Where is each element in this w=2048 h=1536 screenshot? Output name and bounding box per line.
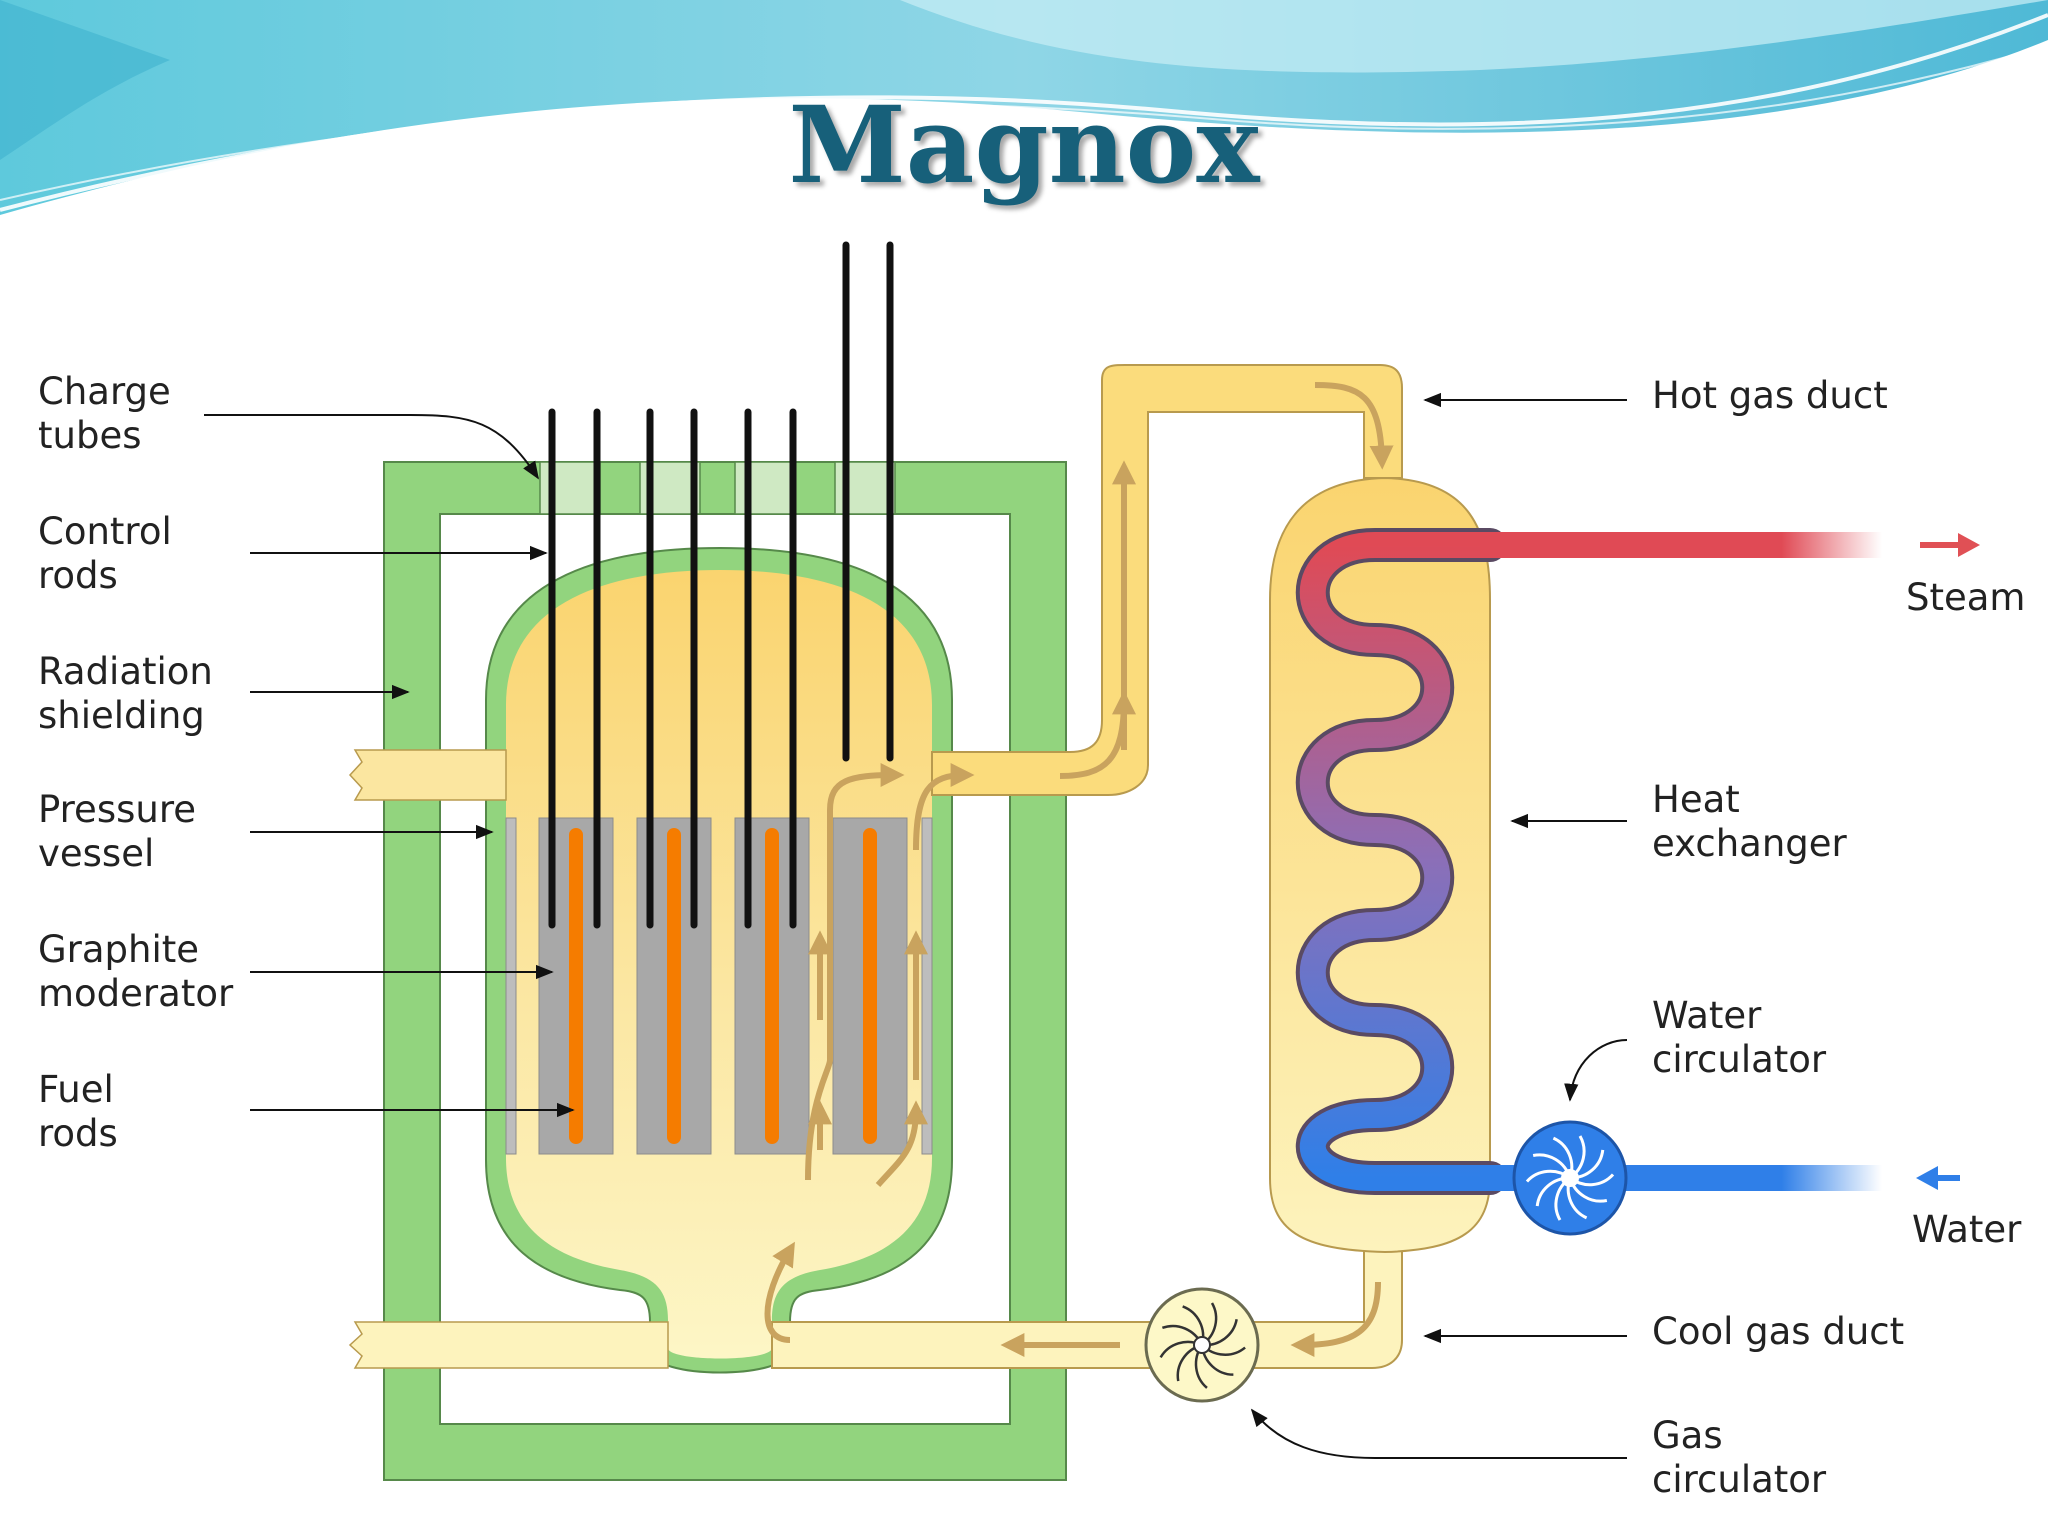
label-line: rods <box>38 554 118 597</box>
label-water: Water <box>1912 1208 2021 1252</box>
label-graphite-moderator: Graphite moderator <box>38 928 233 1016</box>
label-hot-gas-duct: Hot gas duct <box>1652 374 1888 418</box>
fan-impeller-icon <box>1144 1287 1260 1403</box>
label-line: exchanger <box>1652 822 1847 865</box>
label-charge-tubes: Charge tubes <box>38 370 171 458</box>
label-line: circulator <box>1652 1458 1827 1501</box>
label-line: Charge <box>38 370 171 413</box>
label-line: vessel <box>38 832 155 875</box>
label-line: rods <box>38 1112 118 1155</box>
label-leader-lines <box>204 392 1628 1459</box>
slide-title: Magnox <box>788 82 1260 207</box>
wave-banner-icon <box>0 0 2048 215</box>
label-line: Water <box>1652 994 1762 1037</box>
label-line: Fuel <box>38 1068 114 1111</box>
control-rods <box>548 241 894 929</box>
label-cool-gas-duct: Cool gas duct <box>1652 1310 1904 1354</box>
label-line: Water <box>1912 1208 2022 1251</box>
label-line: Graphite <box>38 928 200 971</box>
label-line: Radiation <box>38 650 213 693</box>
pressure-vessel <box>348 546 953 1374</box>
label-steam: Steam <box>1906 576 2025 620</box>
label-line: circulator <box>1652 1038 1827 1081</box>
label-fuel-rods: Fuel rods <box>38 1068 118 1156</box>
label-pressure-vessel: Pressure vessel <box>38 788 196 876</box>
label-water-circulator: Water circulator <box>1652 994 1826 1082</box>
label-line: Steam <box>1906 576 2026 619</box>
label-line: moderator <box>38 972 234 1015</box>
steam-pipe <box>1480 532 1980 558</box>
steam-generator-coil <box>1295 528 1507 1195</box>
label-line: Gas <box>1652 1414 1723 1457</box>
fuel-rods <box>569 828 877 1144</box>
pump-impeller-icon <box>1512 1120 1628 1236</box>
label-gas-circulator: Gas circulator <box>1652 1414 1826 1502</box>
label-line: Heat <box>1652 778 1740 821</box>
label-line: Control <box>38 510 172 553</box>
label-line: shielding <box>38 694 205 737</box>
label-line: tubes <box>38 414 142 457</box>
label-line: Hot gas duct <box>1652 374 1888 417</box>
gas-flow-arrows <box>764 382 1394 1357</box>
label-heat-exchanger: Heat exchanger <box>1652 778 1847 866</box>
label-line: Pressure <box>38 788 196 831</box>
label-control-rods: Control rods <box>38 510 172 598</box>
label-line: Cool gas duct <box>1652 1310 1905 1353</box>
label-radiation-shielding: Radiation shielding <box>38 650 213 738</box>
hot-gas-duct <box>931 364 1403 796</box>
